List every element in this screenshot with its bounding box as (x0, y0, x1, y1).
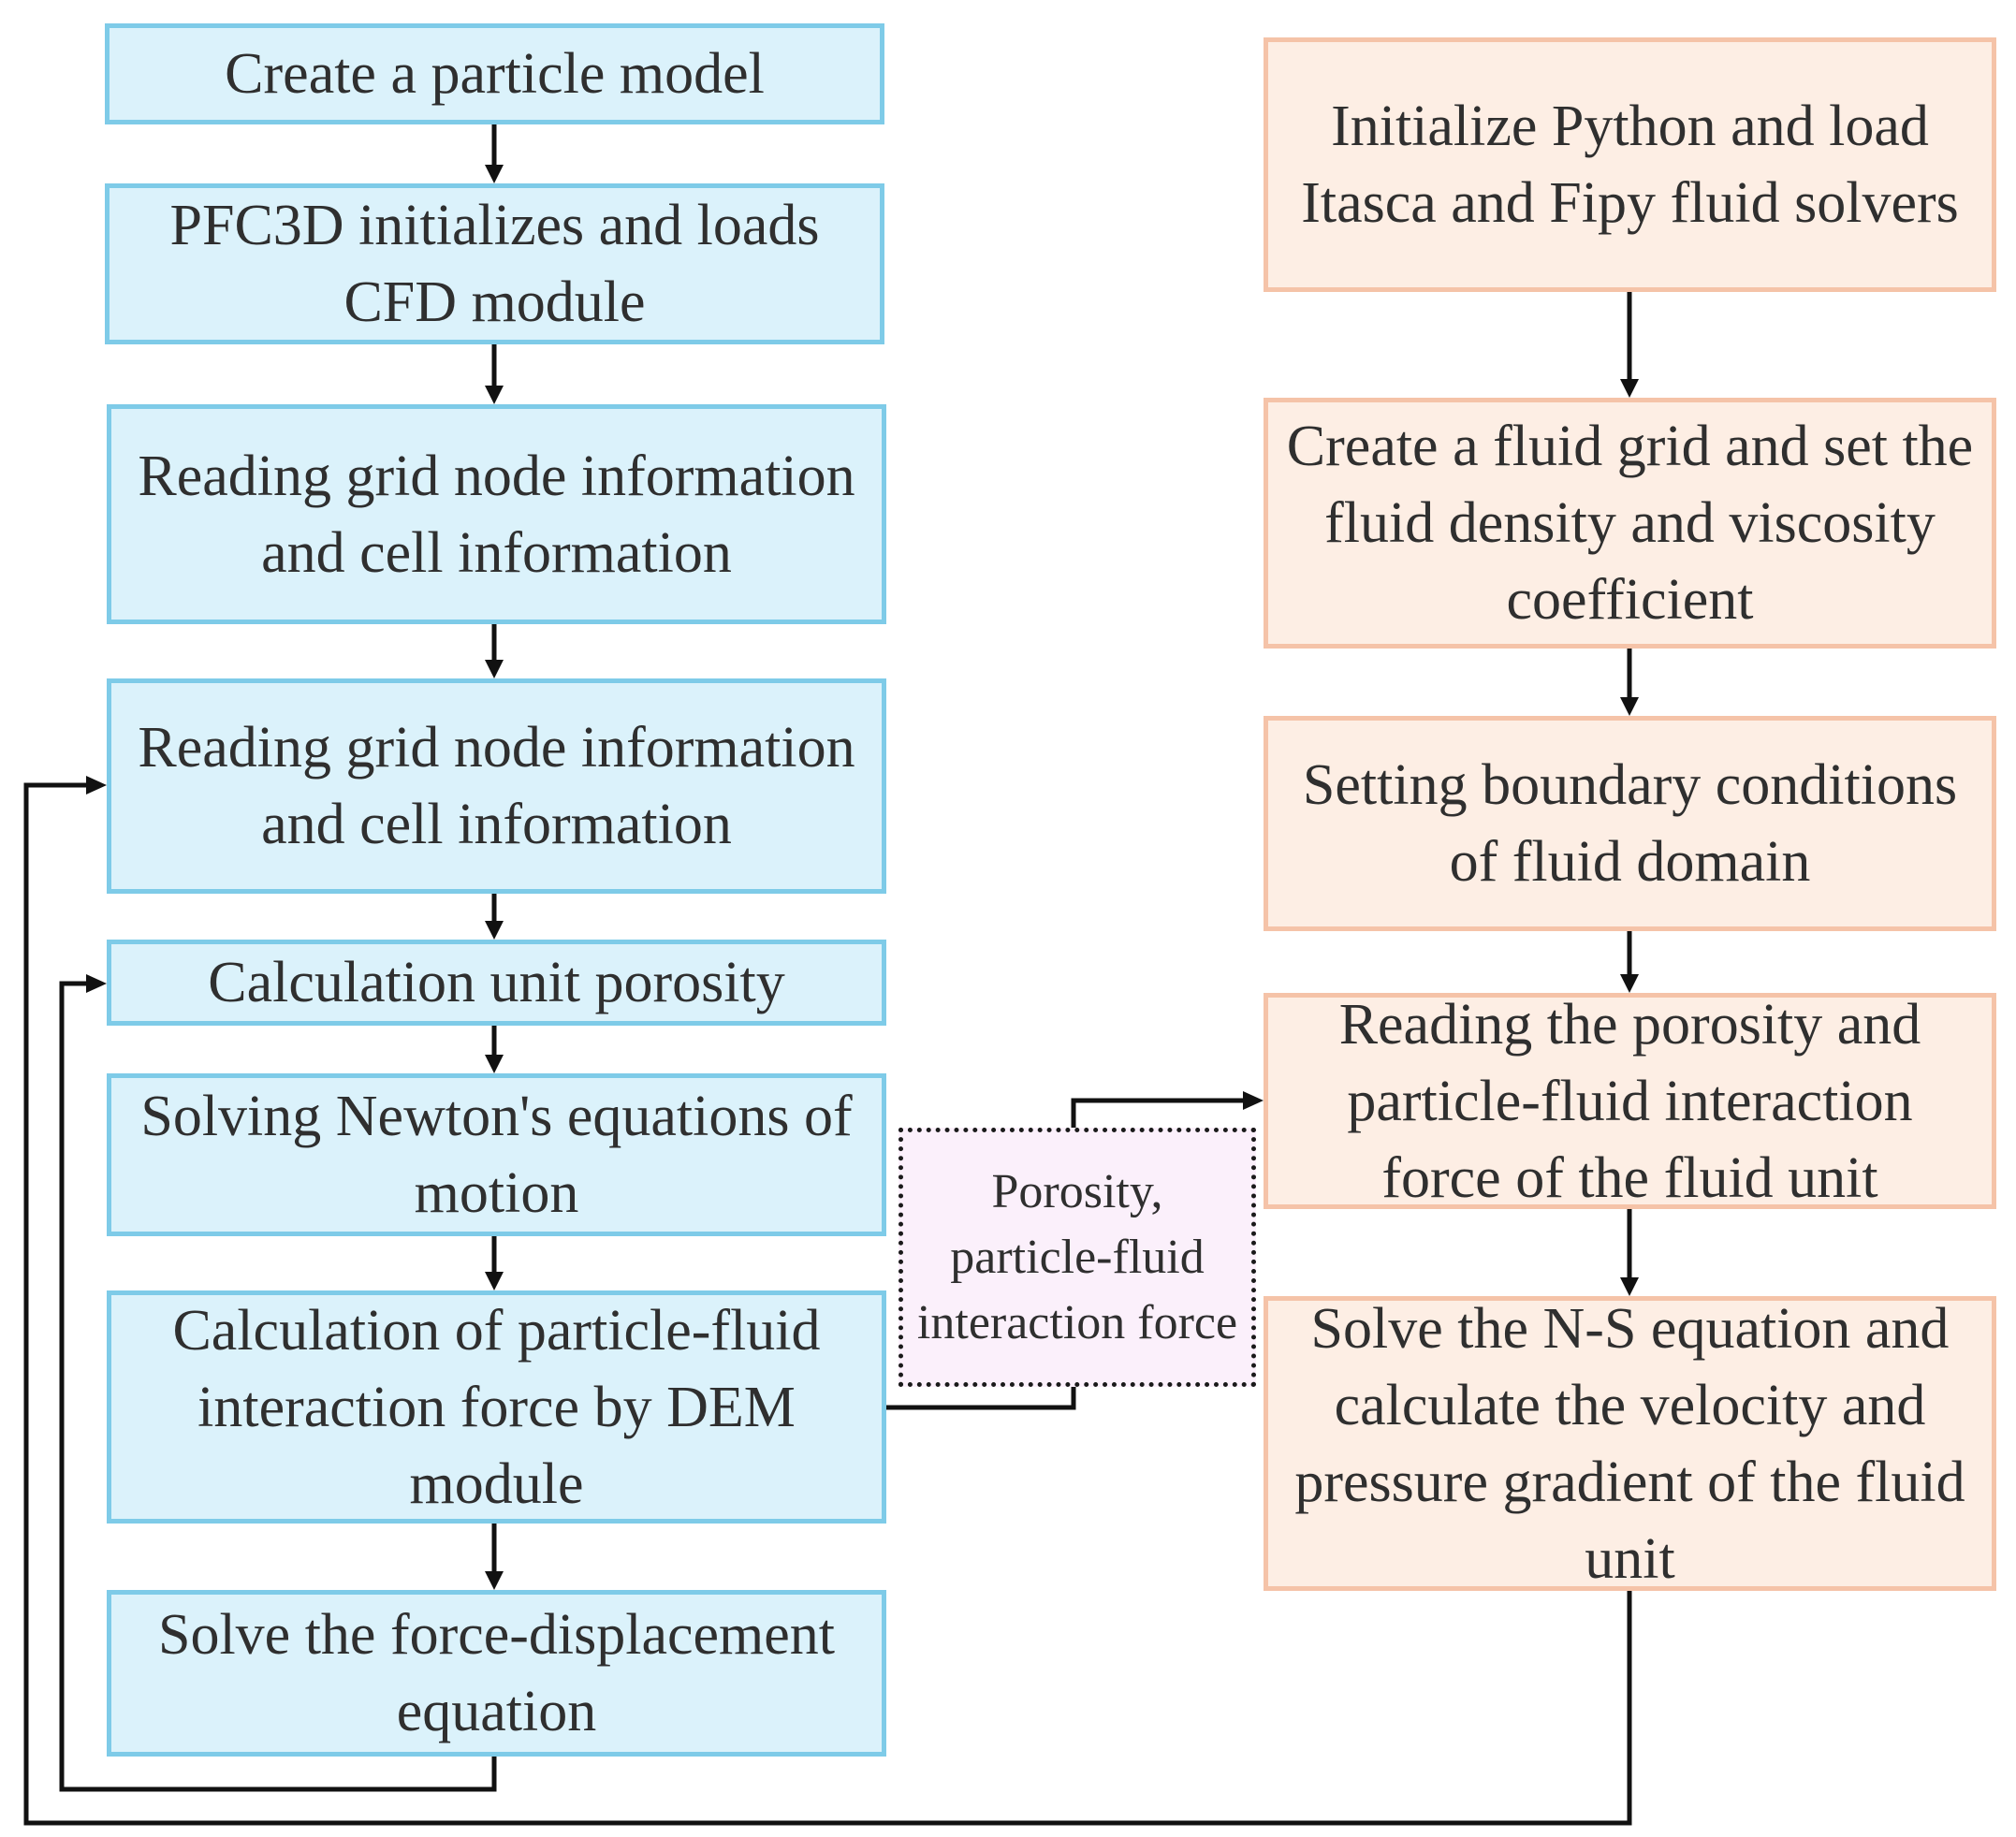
step-calculate-porosity-label: Calculation unit porosity (208, 951, 785, 1014)
arrowhead-left-7-8 (485, 1571, 504, 1590)
step-set-boundary-conditions: Setting boundary conditions of fluid dom… (1264, 716, 1996, 931)
exchange-note-label: Porosity, particle-fluid interaction for… (916, 1164, 1238, 1349)
arrowhead-right-4-5 (1620, 1277, 1639, 1296)
step-initialize-pfc3d-label: PFC3D initializes and loads CFD module (169, 194, 820, 334)
step-create-fluid-grid-label: Create a fluid grid and set the fluid de… (1286, 415, 1974, 632)
loop-back-to-grid-reading (23, 782, 1632, 1826)
exchange-link-note-to-fluid (1071, 1098, 1243, 1128)
arrowhead-left-6-7 (485, 1272, 504, 1290)
exchange-note: Porosity, particle-fluid interaction for… (898, 1128, 1256, 1387)
step-initialize-python-label: Initialize Python and load Itasca and Fi… (1301, 95, 1959, 235)
step-create-fluid-grid: Create a fluid grid and set the fluid de… (1264, 398, 1996, 649)
step-read-grid-info-first: Reading grid node information and cell i… (107, 404, 886, 624)
step-solve-force-displacement: Solve the force-displacement equation (107, 1590, 886, 1757)
step-solve-force-displacement-label: Solve the force-displacement equation (157, 1603, 836, 1743)
step-read-grid-info-second: Reading grid node information and cell i… (107, 678, 886, 894)
step-calculate-porosity: Calculation unit porosity (107, 940, 886, 1026)
step-read-porosity-force-label: Reading the porosity and particle-fluid … (1338, 993, 1921, 1209)
step-solve-newton-equations: Solving Newton's equations of motion (107, 1073, 886, 1236)
arrowhead-right-2-3 (1620, 697, 1639, 716)
arrowhead-right-3-4 (1620, 974, 1639, 993)
arrowhead-right-1-2 (1620, 379, 1639, 398)
step-solve-ns-equation-label: Solve the N-S equation and calculate the… (1294, 1296, 1965, 1591)
arrowhead-loop-porosity (86, 974, 107, 993)
arrowhead-loop-grid (86, 776, 107, 795)
step-calculate-interaction-force-label: Calculation of particle-fluid interactio… (172, 1298, 821, 1516)
arrowhead-left-5-6 (485, 1055, 504, 1073)
step-set-boundary-conditions-label: Setting boundary conditions of fluid dom… (1302, 753, 1958, 894)
step-read-grid-info-second-label: Reading grid node information and cell i… (138, 716, 855, 856)
step-read-grid-info-first-label: Reading grid node information and cell i… (138, 444, 855, 585)
step-initialize-pfc3d: PFC3D initializes and loads CFD module (105, 183, 884, 344)
step-solve-newton-equations-label: Solving Newton's equations of motion (140, 1085, 853, 1225)
exchange-link-dem-to-note (885, 1387, 1076, 1410)
arrowhead-exchange-to-fluid (1243, 1091, 1264, 1110)
step-create-particle-model: Create a particle model (105, 23, 884, 124)
arrowhead-left-2-3 (485, 386, 504, 404)
step-calculate-interaction-force: Calculation of particle-fluid interactio… (107, 1290, 886, 1524)
step-read-porosity-force: Reading the porosity and particle-fluid … (1264, 993, 1996, 1209)
loop-back-to-porosity (59, 981, 497, 1792)
arrowhead-left-1-2 (485, 165, 504, 183)
step-create-particle-model-label: Create a particle model (225, 42, 765, 106)
step-initialize-python: Initialize Python and load Itasca and Fi… (1264, 37, 1996, 292)
arrowhead-left-4-5 (485, 921, 504, 940)
arrowhead-left-3-4 (485, 660, 504, 678)
step-solve-ns-equation: Solve the N-S equation and calculate the… (1264, 1296, 1996, 1591)
